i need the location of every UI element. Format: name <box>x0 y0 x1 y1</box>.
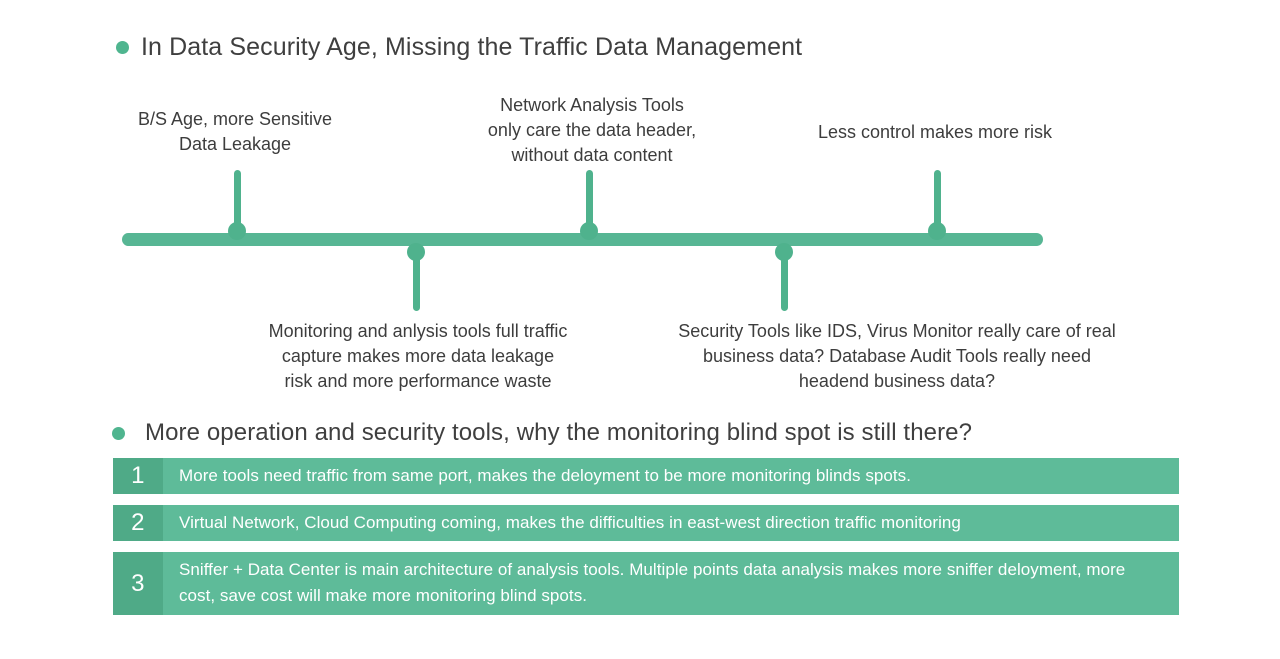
timeline-marker-dot-icon <box>775 243 793 261</box>
timeline-marker-dot-icon <box>228 222 246 240</box>
list-item-number: 1 <box>113 458 163 494</box>
timeline-marker-stem <box>233 170 241 231</box>
bullet-dot-icon <box>112 426 125 440</box>
list-item[interactable]: 2 Virtual Network, Cloud Computing comin… <box>113 505 1179 541</box>
timeline-caption-above-2: Network Analysis Tools only care the dat… <box>487 95 697 165</box>
list-item-text: Virtual Network, Cloud Computing coming,… <box>179 513 961 532</box>
timeline-marker-1[interactable] <box>228 170 246 240</box>
bullet-dot-icon <box>116 41 129 54</box>
list-item-number: 3 <box>113 552 163 615</box>
timeline-marker-stem <box>585 170 593 231</box>
timeline-caption-above-1: B/S Age, more Sensitive Data Leakage <box>137 109 333 154</box>
list-item-text: Sniffer + Data Center is main architectu… <box>179 560 1126 605</box>
primary-heading: In Data Security Age, Missing the Traffi… <box>116 33 802 62</box>
secondary-heading: More operation and security tools, why t… <box>112 419 972 447</box>
timeline-caption-below-2: Security Tools like IDS, Virus Monitor r… <box>678 321 1116 391</box>
list-item-number: 2 <box>113 505 163 541</box>
timeline-marker-3[interactable] <box>580 170 598 240</box>
timeline-marker-dot-icon <box>407 243 425 261</box>
timeline-marker-stem <box>780 252 788 311</box>
secondary-heading-text: More operation and security tools, why t… <box>145 419 973 446</box>
timeline-track <box>122 233 1043 246</box>
timeline-marker-dot-icon <box>928 222 946 240</box>
timeline-marker-dot-icon <box>580 222 598 240</box>
timeline-marker-stem <box>933 170 941 231</box>
list-item-text: More tools need traffic from same port, … <box>179 466 911 485</box>
timeline-marker-2[interactable] <box>407 243 425 311</box>
timeline-marker-stem <box>412 252 420 311</box>
timeline-diagram: B/S Age, more Sensitive Data Leakage Net… <box>122 95 1116 391</box>
timeline-caption-below-1: Monitoring and anlysis tools full traffi… <box>268 321 568 391</box>
timeline-caption-above-3: Less control makes more risk <box>817 122 1053 142</box>
list-item[interactable]: 1 More tools need traffic from same port… <box>113 458 1179 494</box>
timeline-marker-4[interactable] <box>775 243 793 311</box>
primary-heading-text: In Data Security Age, Missing the Traffi… <box>141 33 803 61</box>
list-item[interactable]: 3 Sniffer + Data Center is main architec… <box>113 552 1179 615</box>
numbered-points-list: 1 More tools need traffic from same port… <box>113 458 1179 626</box>
timeline-marker-5[interactable] <box>928 170 946 240</box>
